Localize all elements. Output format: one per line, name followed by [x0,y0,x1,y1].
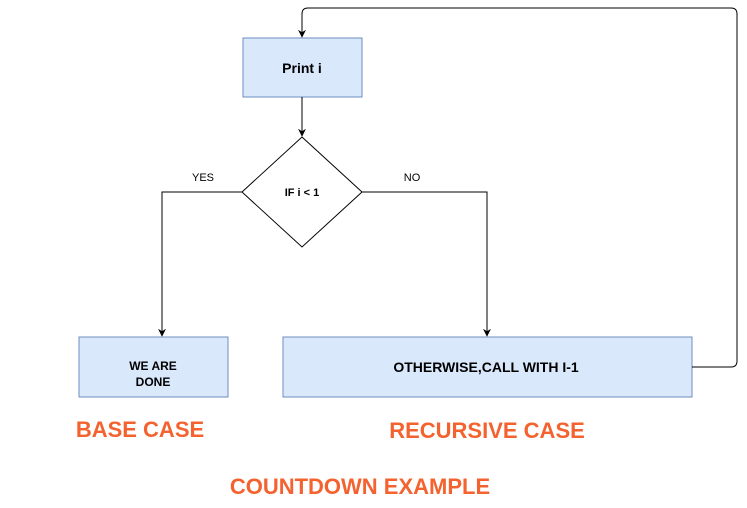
print-box [242,37,363,98]
base-box-label-line2: DONE [136,375,171,389]
recursive-case-caption: RECURSIVE CASE [389,418,585,443]
no-label: NO [404,172,421,184]
edge-no [362,191,491,337]
decision-label: IF i < 1 [285,187,320,199]
base-box [78,336,229,398]
decision-diamond [241,136,363,248]
recursive-box-label: OTHERWISE,CALL WITH I-1 [393,359,579,375]
base-case-caption: BASE CASE [76,417,204,442]
print-box-label: Print i [282,60,322,76]
diagram-title: COUNTDOWN EXAMPLE [230,474,490,499]
yes-label: YES [192,172,214,184]
recursive-box [282,336,693,398]
edge-loop-back [298,7,738,368]
edge-yes [158,191,242,337]
base-box-label-line1: WE ARE [129,359,177,373]
